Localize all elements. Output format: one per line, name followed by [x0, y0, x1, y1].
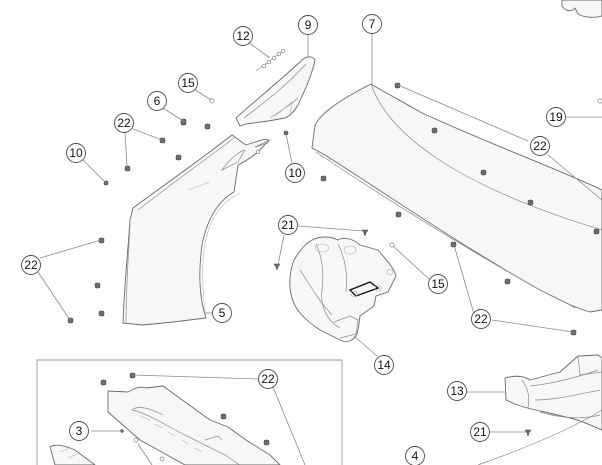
callout-22[interactable]: 22: [471, 309, 491, 329]
callout-6[interactable]: 6: [147, 91, 167, 111]
callout-label: 22: [474, 312, 488, 326]
part-7-large-panel[interactable]: [311, 83, 602, 313]
callout-label: 12: [236, 29, 250, 43]
callout-14[interactable]: 14: [374, 355, 394, 375]
callout-label: 19: [549, 110, 563, 124]
clip-22[interactable]: [480, 169, 487, 176]
clip[interactable]: [133, 437, 139, 443]
callout-13[interactable]: 13: [447, 381, 467, 401]
callout-22[interactable]: 22: [530, 136, 550, 156]
callout-label: 15: [431, 277, 445, 291]
screw-21[interactable]: [524, 429, 532, 437]
clip-22[interactable]: [431, 127, 438, 134]
clip-22[interactable]: [320, 175, 327, 182]
callout-12[interactable]: 12: [233, 26, 253, 46]
clip-22[interactable]: [159, 137, 166, 144]
callout-label: 6: [154, 94, 161, 108]
inset-sill-trim[interactable]: [49, 385, 281, 465]
callout-label: 22: [533, 139, 547, 153]
callout-7[interactable]: 7: [362, 14, 382, 34]
callout-21[interactable]: 21: [470, 422, 490, 442]
callout-19[interactable]: 19: [546, 107, 566, 127]
clip-22[interactable]: [263, 439, 270, 446]
part-9-upper-trim[interactable]: [235, 56, 316, 127]
callout-10[interactable]: 10: [66, 143, 86, 163]
callout-4[interactable]: 4: [405, 446, 425, 465]
callout-label: 7: [369, 17, 376, 31]
clip-22[interactable]: [593, 228, 600, 235]
clip-22[interactable]: [395, 211, 402, 218]
clip-22[interactable]: [175, 154, 182, 161]
callout-label: 10: [69, 146, 83, 160]
clip[interactable]: [159, 456, 165, 462]
leader-lines: [37, 32, 602, 465]
clip-22[interactable]: [527, 199, 534, 206]
pin-19[interactable]: [597, 98, 602, 104]
callout-label: 22: [261, 372, 275, 386]
callout-label: 21: [473, 425, 487, 439]
part-top-right-fragment: [561, 0, 602, 18]
callout-15[interactable]: 15: [178, 73, 198, 93]
clip-22[interactable]: [124, 165, 131, 172]
screw-21[interactable]: [361, 229, 369, 237]
callout-3[interactable]: 3: [69, 421, 89, 441]
callout-label: 15: [181, 76, 195, 90]
callout-label: 14: [377, 358, 391, 372]
clip-22[interactable]: [129, 372, 136, 379]
callout-label: 4: [412, 449, 419, 463]
callout-label: 13: [450, 384, 464, 398]
callout-10[interactable]: 10: [285, 163, 305, 183]
part-5-pillar-trim[interactable]: [122, 134, 271, 326]
callout-22[interactable]: 22: [258, 369, 278, 389]
callout-22[interactable]: 22: [21, 255, 41, 275]
clip-22[interactable]: [98, 310, 105, 317]
part-12-clip-strip[interactable]: [255, 48, 286, 72]
part-4-panel[interactable]: [477, 409, 602, 465]
part-13-duct[interactable]: [504, 354, 602, 431]
clip-22[interactable]: [94, 282, 101, 289]
callout-label: 22: [24, 258, 38, 272]
clip-22[interactable]: [220, 413, 227, 420]
clip-22[interactable]: [570, 329, 577, 336]
callout-label: 3: [76, 424, 83, 438]
clip-22[interactable]: [504, 278, 511, 285]
callout-5[interactable]: 5: [212, 303, 232, 323]
callout-21[interactable]: 21: [278, 215, 298, 235]
callout-label: 22: [117, 116, 131, 130]
clip-22[interactable]: [450, 241, 457, 248]
inset-frame: [36, 359, 343, 465]
callout-label: 21: [281, 218, 295, 232]
callout-label: 10: [288, 166, 302, 180]
screw-21[interactable]: [273, 263, 281, 271]
clip-22[interactable]: [204, 123, 211, 130]
callout-22[interactable]: 22: [114, 113, 134, 133]
callout-9[interactable]: 9: [298, 15, 318, 35]
callout-label: 5: [219, 306, 226, 320]
callout-label: 9: [305, 18, 312, 32]
callout-15[interactable]: 15: [428, 274, 448, 294]
clip-22[interactable]: [100, 379, 107, 386]
part-14-duct-housing[interactable]: [289, 236, 397, 342]
